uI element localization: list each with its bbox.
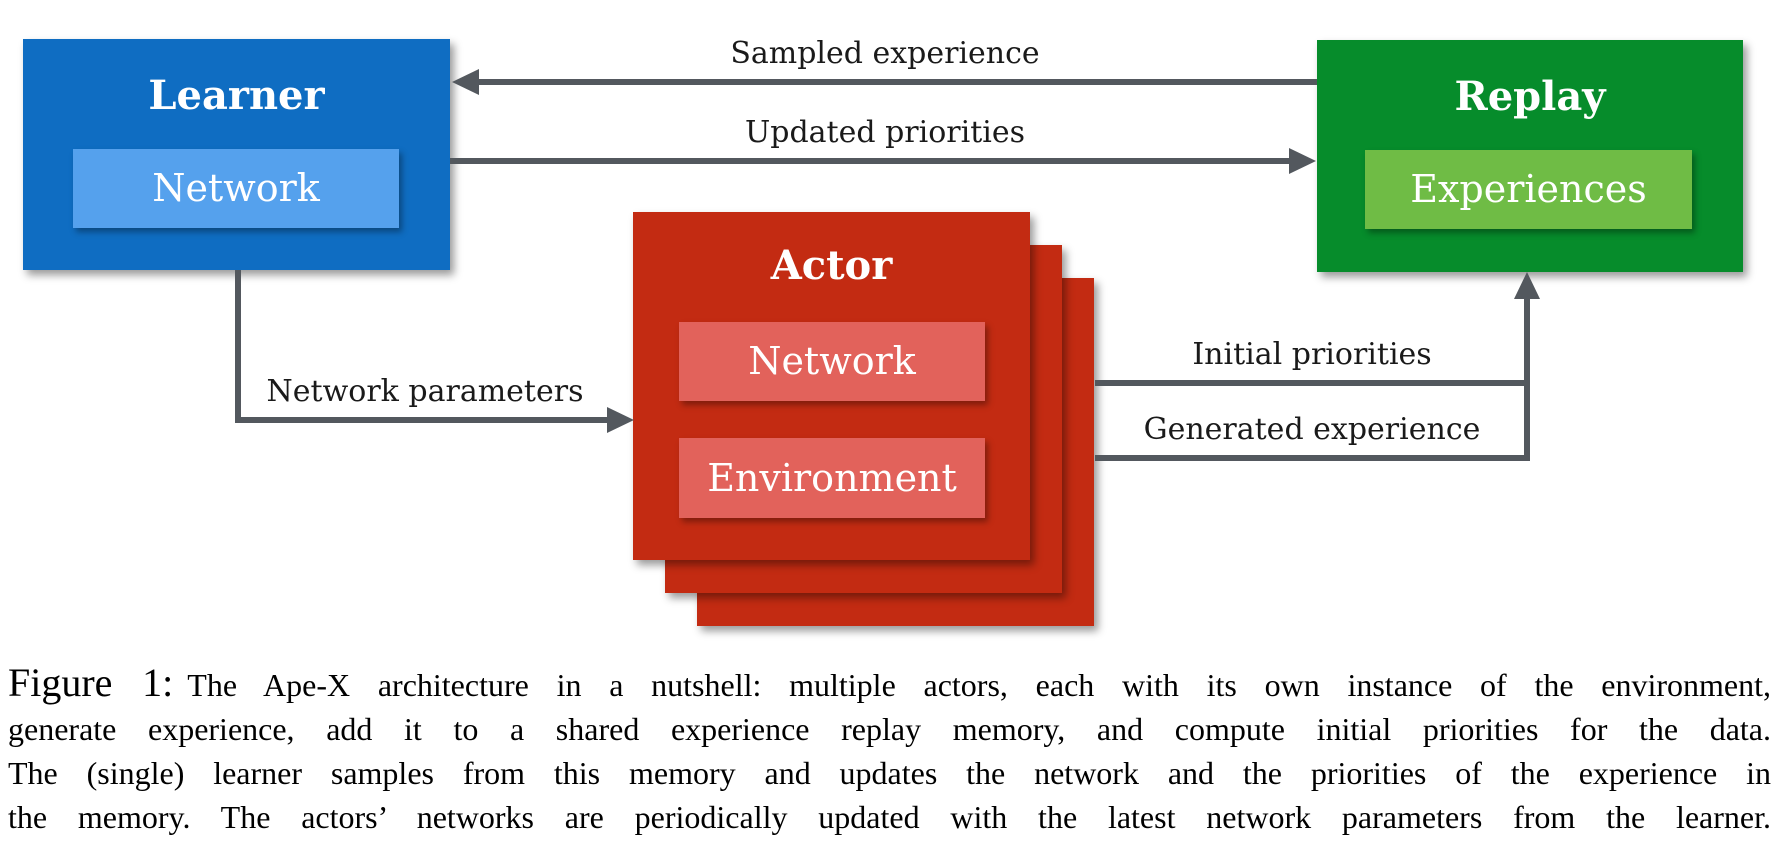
actor-network-box: Network (679, 322, 985, 401)
learner-title: Learner (148, 72, 325, 119)
generated-experience-arrow-line (1095, 455, 1530, 461)
actor-box-front: Actor Network Environment (633, 212, 1030, 560)
replay-title: Replay (1454, 73, 1606, 120)
to-replay-arrowhead-icon (1514, 272, 1540, 299)
replay-experiences-box: Experiences (1365, 150, 1692, 229)
figure-number-label: Figure 1: (8, 660, 174, 705)
initial-priorities-label: Initial priorities (1192, 337, 1432, 372)
learner-network-box: Network (73, 149, 399, 228)
replay-box: Replay Experiences (1317, 40, 1743, 272)
network-parameters-arrow-vertical-line (235, 270, 241, 423)
actor-title: Actor (770, 242, 893, 289)
caption-line-3: The (single) learner samples from this m… (8, 755, 1771, 791)
updated-priorities-arrow-line (450, 158, 1295, 164)
sampled-experience-arrowhead-icon (452, 69, 479, 95)
updated-priorities-arrowhead-icon (1289, 148, 1316, 174)
updated-priorities-label: Updated priorities (744, 115, 1026, 150)
generated-experience-label: Generated experience (1143, 412, 1481, 447)
to-replay-arrow-vertical-line (1524, 293, 1530, 461)
figure-caption: Figure 1: The Ape-X architecture in a nut… (8, 661, 1771, 839)
actor-environment-box: Environment (679, 438, 985, 518)
caption-line-4: the memory. The actors’ networks are per… (8, 799, 1771, 835)
caption-line-1-text: The Ape-X architecture in a nutshell: mu… (187, 667, 1772, 703)
initial-priorities-arrow-line (1095, 380, 1530, 386)
network-parameters-arrow-horizontal-line (235, 417, 613, 423)
sampled-experience-arrow-line (470, 79, 1317, 85)
network-parameters-arrowhead-icon (607, 407, 634, 433)
caption-line-2: generate experience, add it to a shared … (8, 711, 1771, 747)
learner-box: Learner Network (23, 39, 450, 270)
network-parameters-label: Network parameters (266, 374, 584, 409)
caption-line-1: Figure 1: The Ape-X architecture in a nut… (8, 661, 1771, 707)
sampled-experience-label: Sampled experience (730, 36, 1040, 71)
